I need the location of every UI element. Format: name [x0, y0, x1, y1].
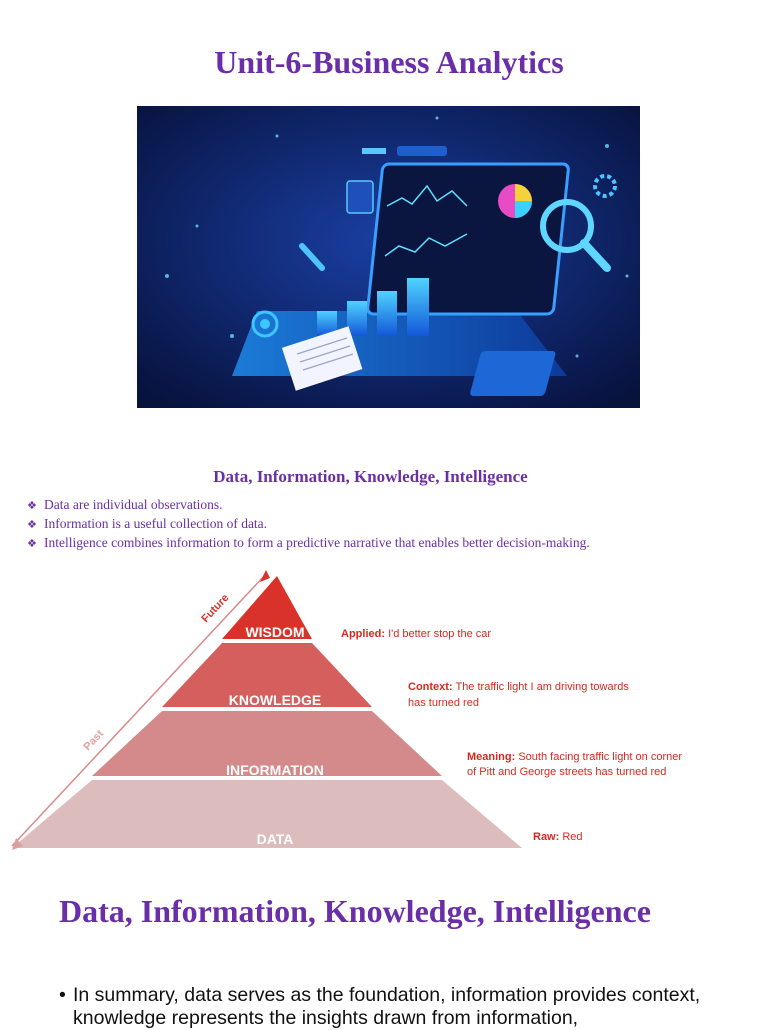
summary-text: In summary, data serves as the foundatio…: [73, 984, 701, 1029]
document-icon: [281, 326, 363, 391]
screen-charts-icon: [384, 184, 468, 257]
pyramid-layer-wisdom: [222, 576, 312, 639]
annotation-information: Meaning: South facing traffic light on c…: [467, 751, 682, 763]
level-label-knowledge: KNOWLEDGE: [229, 692, 322, 708]
annotation-data: Raw: Red: [533, 831, 583, 843]
wrench-icon: [299, 243, 325, 271]
level-label-wisdom: WISDOM: [245, 624, 304, 640]
level-label-data: DATA: [257, 831, 294, 847]
target-icon: [251, 310, 279, 338]
pyramid-layer-knowledge: [162, 643, 372, 707]
diamond-bullet-icon: ❖: [27, 500, 37, 512]
arrow-head-up-icon: [260, 570, 270, 582]
bar-chart-3d-icon: [317, 278, 429, 336]
annotation-knowledge: Context: The traffic light I am driving …: [408, 681, 629, 693]
floating-panel-icon: [346, 180, 374, 214]
pyramid-layer-data: [12, 780, 522, 848]
sparkle-dots-icon: [165, 116, 629, 358]
calculator-icon: [470, 351, 556, 396]
magnifier-icon: [540, 199, 594, 253]
dikw-pyramid-diagram: Future Past WISDOM KNOWLEDGE INFORMATION…: [11, 570, 682, 850]
diamond-bullet-icon: ❖: [27, 519, 37, 531]
section-heading: Data, Information, Knowledge, Intelligen…: [213, 467, 528, 486]
annotation-knowledge-line2: has turned red: [408, 697, 479, 709]
list-item: ❖Intelligence combines information to fo…: [27, 534, 590, 553]
summary-paragraph: • In summary, data serves as the foundat…: [59, 984, 749, 1030]
time-axis-arrow: [11, 573, 267, 847]
axis-label-future: Future: [199, 592, 231, 625]
annotation-information-line2: of Pitt and George streets has turned re…: [467, 766, 666, 778]
annotation-wisdom: Applied: I'd better stop the car: [341, 628, 491, 640]
bullet-dot-icon: •: [59, 984, 66, 1006]
pyramid-layer-information: [92, 711, 442, 776]
slide-title: Data, Information, Knowledge, Intelligen…: [59, 893, 651, 929]
diamond-bullet-icon: ❖: [27, 538, 37, 550]
gear-icon: [593, 174, 617, 198]
hero-image: [137, 106, 640, 408]
laptop-screen-icon: [366, 162, 570, 316]
list-item: ❖Data are individual observations.: [27, 496, 590, 515]
level-label-information: INFORMATION: [226, 762, 324, 778]
page-title: Unit-6-Business Analytics: [214, 44, 564, 80]
list-item: ❖Information is a useful collection of d…: [27, 515, 590, 534]
arrow-head-down-icon: [12, 838, 23, 850]
bullet-list: ❖Data are individual observations. ❖Info…: [27, 496, 590, 553]
